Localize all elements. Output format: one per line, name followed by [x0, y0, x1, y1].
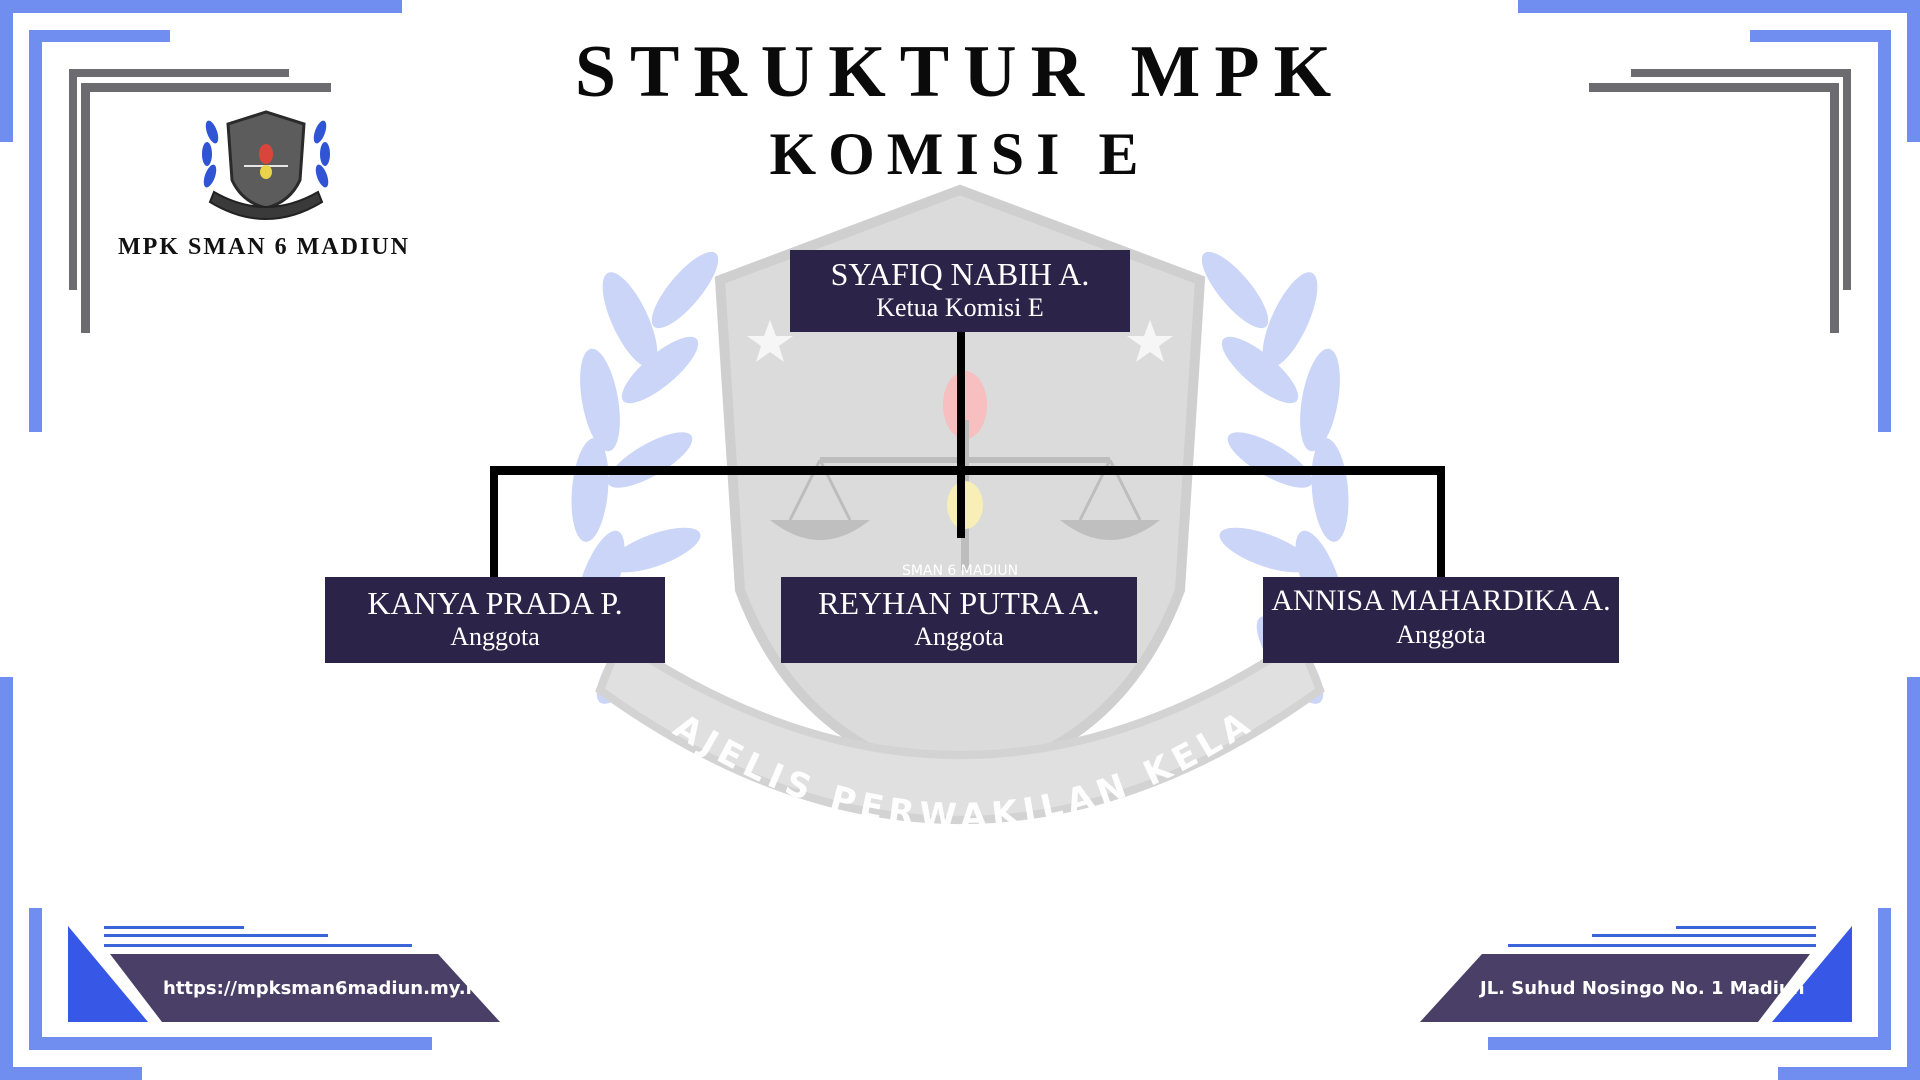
node-role: Anggota: [450, 622, 540, 651]
node-name: KANYA PRADA P.: [367, 585, 623, 621]
frame-top-left-bar: [0, 0, 402, 13]
frame-bottom-left-bar: [29, 908, 42, 1050]
frame-top-right-bar: [1830, 83, 1839, 333]
frame-top-right-bar: [1589, 83, 1839, 92]
connector-line: [1437, 466, 1445, 578]
node-role: Ketua Komisi E: [876, 293, 1044, 322]
frame-bottom-left-bar: [0, 1067, 142, 1080]
node-name: REYHAN PUTRA A.: [818, 585, 1100, 621]
frame-top-left-bar: [0, 0, 13, 142]
frame-bottom-right-bar: [1778, 1067, 1920, 1080]
org-node-head: SYAFIQ NABIH A. Ketua Komisi E: [790, 250, 1130, 332]
frame-bottom-right-bar: [1907, 677, 1920, 1080]
connector-line: [490, 466, 1445, 475]
frame-top-left-bar: [81, 83, 331, 92]
website-link[interactable]: https://mpksman6madiun.my.id: [163, 978, 485, 999]
node-role: Anggota: [1396, 620, 1486, 649]
ribbon-icon: [595, 633, 1325, 824]
frame-top-left-bar: [69, 69, 77, 290]
frame-top-right-bar: [1631, 69, 1851, 77]
page-subtitle: KOMISI E: [769, 121, 1151, 187]
frame-bottom-right-bar: [1488, 1037, 1891, 1050]
star-icon: [747, 320, 793, 362]
frame-bottom-right-bar: [1878, 908, 1891, 1050]
frame-top-left-bar: [69, 69, 289, 77]
organization-name: MPK SMAN 6 MADIUN: [118, 234, 410, 260]
node-name: ANNISA MAHARDIKA A.: [1271, 584, 1611, 617]
star-icon: [1127, 320, 1173, 362]
page-title: STRUKTUR MPK: [574, 31, 1346, 113]
frame-top-right-bar: [1907, 0, 1920, 142]
frame-top-right-bar: [1878, 30, 1891, 432]
node-role: Anggota: [914, 622, 1004, 651]
frame-top-right-bar: [1518, 0, 1920, 13]
org-node-member: ANNISA MAHARDIKA A. Anggota: [1263, 577, 1619, 663]
frame-bottom-left-bar: [0, 677, 13, 1080]
connector-line: [957, 330, 965, 538]
frame-top-right-bar: [1750, 30, 1891, 42]
logo-badge-text: SMAN 6 MADIUN: [902, 563, 1018, 579]
frame-top-left-bar: [81, 83, 90, 333]
org-node-member: REYHAN PUTRA A. Anggota: [781, 577, 1137, 663]
frame-top-left-bar: [29, 30, 170, 42]
connector-line: [490, 466, 498, 578]
school-logo: [202, 110, 330, 220]
footer-right-decoration: [1420, 926, 1852, 1022]
footer-left-decoration: [68, 926, 500, 1022]
frame-top-right-bar: [1843, 69, 1851, 290]
frame-top-left-bar: [29, 30, 42, 432]
node-name: SYAFIQ NABIH A.: [830, 256, 1090, 292]
org-node-member: KANYA PRADA P. Anggota: [325, 577, 665, 663]
frame-bottom-left-bar: [29, 1037, 432, 1050]
address-text: JL. Suhud Nosingo No. 1 Madiun: [1480, 978, 1805, 999]
